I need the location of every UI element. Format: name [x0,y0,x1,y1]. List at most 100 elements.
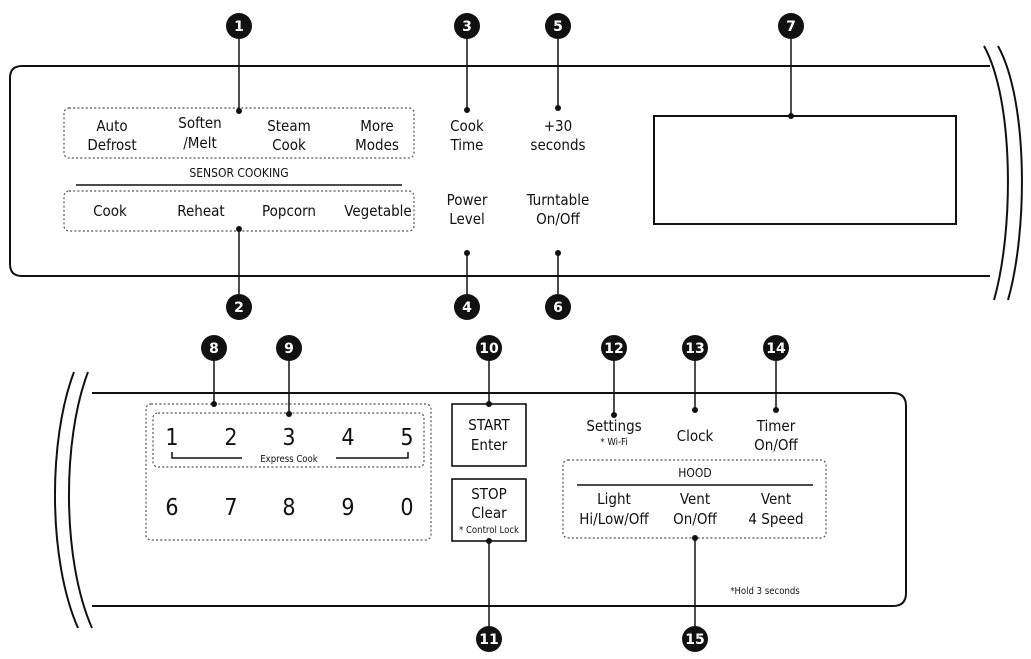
power-level-button[interactable]: Power Level [447,191,488,228]
leader-lines [211,39,794,626]
auto-defrost-label-1: Auto [96,117,127,135]
bottom-panel: Express Cook 1 2 3 4 5 6 7 8 9 0 START E… [53,371,907,629]
callout-number-2: 2 [234,300,244,316]
callout-number-1: 1 [234,19,244,35]
reheat-button[interactable]: Reheat [177,202,224,220]
steam-cook-label-1: Steam [267,117,311,135]
soften-melt-label-2: /Melt [183,134,217,152]
digit-9-button[interactable]: 9 [341,495,354,521]
callout-number-14: 14 [766,341,786,357]
callout-badge-8: 8 [201,335,227,361]
settings-button[interactable]: Settings * Wi-Fi [586,417,641,448]
express-cook-bracket: Express Cook [171,452,409,465]
turntable-label-2: On/Off [536,210,580,228]
top-panel-break-curve-2 [997,45,1023,301]
clock-button[interactable]: Clock [677,427,714,445]
power-level-label-2: Level [449,210,485,228]
turntable-button[interactable]: Turntable On/Off [526,191,590,228]
callout-number-6: 6 [553,300,563,316]
vent-on-off-label-2: On/Off [673,510,717,528]
callout-badge-13: 13 [682,335,708,361]
callout-badge-7: 7 [778,13,804,39]
timer-label-1: Timer [756,417,796,435]
cook-time-label-1: Cook [450,117,484,135]
stop-clear-button[interactable]: STOP Clear * Control Lock [451,478,527,542]
sensor-cook-button[interactable]: Cook [93,202,127,220]
callout-number-10: 10 [479,341,499,357]
leader-dot-5 [555,105,561,111]
callout-badges: 1 2 3 4 5 6 7 8 9 10 11 12 13 14 15 [201,13,804,652]
start-enter-button[interactable]: START Enter [451,403,527,467]
express-cook-label: Express Cook [260,454,317,465]
power-level-label-1: Power [447,191,488,209]
callout-number-7: 7 [786,19,796,35]
callout-badge-2: 2 [226,294,252,320]
turntable-label-1: Turntable [526,191,590,209]
callout-number-8: 8 [209,341,219,357]
wifi-note: * Wi-Fi [600,437,627,448]
light-label-1: Light [597,490,631,508]
cook-time-button[interactable]: Cook Time [450,117,485,154]
callout-number-15: 15 [685,632,704,648]
callout-number-5: 5 [553,19,563,35]
callout-number-13: 13 [685,341,704,357]
clear-label: Clear [471,504,507,522]
light-button[interactable]: Light Hi/Low/Off [579,490,649,528]
top-panel-outline [9,65,990,277]
auto-defrost-button[interactable]: Auto Defrost [87,117,136,154]
vent-speed-button[interactable]: Vent 4 Speed [748,490,803,528]
plus30-button[interactable]: +30 seconds [530,117,585,154]
leader-dot-2 [236,226,242,232]
leader-dot-13 [692,407,698,413]
digit-3-button[interactable]: 3 [282,425,295,451]
callout-number-4: 4 [462,300,472,316]
digit-1-button[interactable]: 1 [165,425,178,451]
light-label-2: Hi/Low/Off [579,510,649,528]
soften-melt-button[interactable]: Soften /Melt [178,114,221,152]
soften-melt-label-1: Soften [178,114,221,132]
digit-5-button[interactable]: 5 [400,425,413,451]
vent-speed-label-2: 4 Speed [748,510,803,528]
leader-dot-4 [464,250,470,256]
steam-cook-button[interactable]: Steam Cook [267,117,311,154]
callout-badge-6: 6 [545,294,571,320]
stop-label: STOP [471,485,507,503]
callout-badge-15: 15 [682,626,708,652]
sensor-cooking-title: SENSOR COOKING [189,166,288,180]
leader-dot-1 [236,108,242,114]
leader-dot-10 [486,401,492,407]
start-label: START [468,416,510,434]
hold-note: *Hold 3 seconds [730,586,800,597]
leader-dot-14 [773,407,779,413]
digit-6-button[interactable]: 6 [165,495,178,521]
bottom-panel-break-curve-1 [53,371,79,629]
callout-badge-1: 1 [226,13,252,39]
timer-label-2: On/Off [754,436,798,454]
timer-button[interactable]: Timer On/Off [754,417,798,454]
more-modes-label-2: Modes [355,136,399,154]
callout-badge-12: 12 [601,335,627,361]
vegetable-button[interactable]: Vegetable [344,202,411,220]
leader-dot-12 [611,412,617,418]
digit-7-button[interactable]: 7 [224,495,237,521]
display-window [653,115,957,225]
plus30-label-2: seconds [530,136,585,154]
digit-0-button[interactable]: 0 [400,495,413,521]
callout-badge-14: 14 [763,335,789,361]
more-modes-button[interactable]: More Modes [355,117,399,154]
callout-number-11: 11 [479,632,498,648]
callout-badge-3: 3 [454,13,480,39]
top-panel-break-curve-1 [983,45,1009,301]
leader-dot-3 [464,107,470,113]
digit-8-button[interactable]: 8 [282,495,295,521]
callout-number-9: 9 [284,341,294,357]
vent-on-off-button[interactable]: Vent On/Off [673,490,717,528]
top-panel: Auto Defrost Soften /Melt Steam Cook Mor… [9,45,1023,301]
bottom-panel-break-curve-2 [67,371,93,629]
popcorn-button[interactable]: Popcorn [262,202,316,220]
leader-dot-7 [788,113,794,119]
leader-dot-11 [486,538,492,544]
digit-2-button[interactable]: 2 [224,425,237,451]
digit-4-button[interactable]: 4 [341,425,354,451]
